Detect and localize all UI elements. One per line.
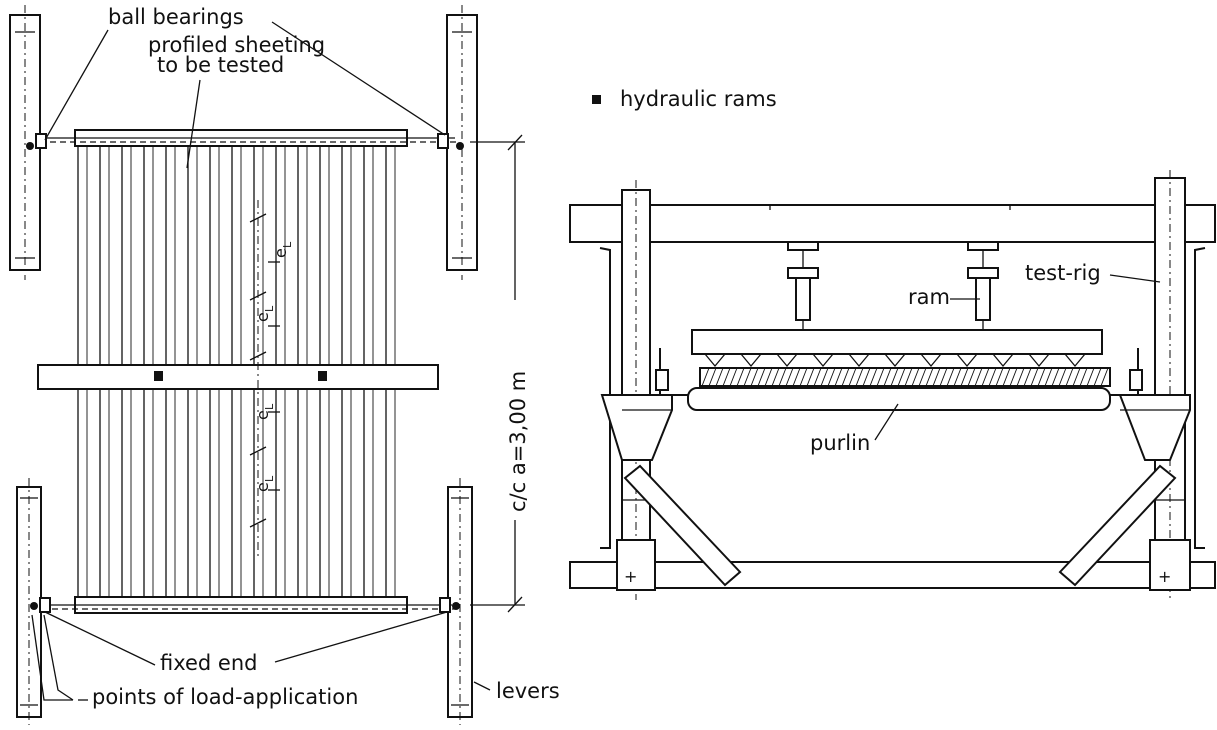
- sheeting-rib: [253, 146, 264, 597]
- ram-marker-right: [318, 371, 327, 381]
- spacing-label-2-sub: L: [263, 305, 276, 312]
- brace-right: [1058, 464, 1177, 587]
- spreader-bearing: [776, 353, 798, 368]
- ram-marker-left: [154, 371, 163, 381]
- ram-left: [787, 241, 819, 330]
- profiled-sheeting-label-2: to be tested: [157, 53, 284, 77]
- spacing-label-1: e: [271, 248, 290, 258]
- test-rig-leader: [1109, 274, 1161, 283]
- spreader-bearing: [704, 353, 726, 368]
- sheeting-rib: [99, 146, 110, 597]
- sheeting-rib: [341, 146, 352, 597]
- sheeting-rib: [165, 146, 176, 597]
- spacing-label-1-sub: L: [281, 241, 294, 248]
- ram-label: ram: [908, 285, 950, 309]
- spreader-bearing: [812, 353, 834, 368]
- sheeting-rib: [363, 146, 374, 597]
- spreader-bearing: [1028, 353, 1050, 368]
- profiled-sheeting-leader: [186, 79, 201, 169]
- spreader-bearing: [920, 353, 942, 368]
- levers-label: levers: [496, 679, 560, 703]
- fixed-end-label: fixed end: [160, 651, 258, 675]
- legend: hydraulic rams: [592, 87, 777, 111]
- column-left-mark: +: [624, 567, 637, 586]
- ball-bearings-leader-left: [44, 29, 109, 141]
- sheeting-rib: [187, 146, 198, 597]
- fastener-spacing-axis: e L e L e L e L: [249, 200, 294, 560]
- spreader-bearing: [956, 353, 978, 368]
- lever-bottom-right: [447, 478, 473, 725]
- sheeting-rib: [77, 146, 88, 597]
- bottom-frame-beam: [569, 561, 1216, 589]
- spreader-bearings: [704, 353, 1086, 368]
- span-dimension: c/c a=3,00 m: [470, 134, 530, 613]
- load-beam: [37, 364, 439, 390]
- brace-left: [623, 464, 742, 587]
- spacing-label-4-sub: L: [263, 475, 276, 482]
- points-of-load-label: points of load-application: [92, 685, 358, 709]
- sheeting-rib: [121, 146, 132, 597]
- load-point-leader-left-2: [31, 614, 73, 701]
- bracket-left: [600, 394, 673, 461]
- top-frame-beam: [569, 204, 1216, 243]
- column-right: +: [1118, 170, 1206, 600]
- spacing-label-4: e: [253, 482, 272, 492]
- purlin-leader: [874, 403, 899, 441]
- plan-view: e L e L e L e L c/c a=3,00 m: [9, 5, 560, 725]
- test-rig-label: test-rig: [1025, 261, 1101, 285]
- sheeting-rib: [209, 146, 220, 597]
- sheeting-rib: [231, 146, 242, 597]
- top-edge-beam: [26, 129, 464, 150]
- load-point-leader-left: [43, 614, 74, 701]
- levers-leader: [473, 681, 491, 691]
- purlin-label: purlin: [810, 431, 870, 455]
- column-left: +: [599, 180, 673, 600]
- spreader-plate: [691, 329, 1103, 355]
- elevation-view: + +: [569, 170, 1216, 600]
- profiled-sheeting-label-1: profiled sheeting: [148, 33, 325, 57]
- column-right-mark: +: [1158, 567, 1171, 586]
- bracket-right: [1118, 394, 1191, 461]
- clamp-right: [1108, 348, 1139, 396]
- spacing-label-3: e: [253, 410, 272, 420]
- sheeting-rib: [297, 146, 308, 597]
- hydraulic-rams-label: hydraulic rams: [620, 87, 777, 111]
- sheeting-rib: [143, 146, 154, 597]
- spreader-bearing: [848, 353, 870, 368]
- spreader-bearing: [884, 353, 906, 368]
- ball-bearings-leader-right: [271, 21, 446, 136]
- spreader-bearing: [1064, 353, 1086, 368]
- purlin: [687, 387, 1111, 411]
- fixed-end-leader-right: [274, 611, 448, 663]
- profiled-sheeting: [77, 146, 396, 597]
- lever-bottom-left: [16, 478, 42, 725]
- spreader-bearing: [740, 353, 762, 368]
- ball-bearings-label: ball bearings: [108, 5, 244, 29]
- span-dimension-label: c/c a=3,00 m: [506, 371, 530, 512]
- fixed-end-leader-left: [44, 611, 156, 666]
- clamp-left: [659, 348, 690, 396]
- bottom-edge-beam: [30, 596, 460, 614]
- ram-right: [967, 241, 999, 330]
- hydraulic-ram-symbol: [592, 95, 601, 104]
- sheeting-rib: [385, 146, 396, 597]
- spreader-bearing: [992, 353, 1014, 368]
- spacing-label-2: e: [253, 312, 272, 322]
- sheeting-rib: [319, 146, 330, 597]
- sheeting-rib: [275, 146, 286, 597]
- spacing-label-3-sub: L: [263, 403, 276, 410]
- sheeting-section: [699, 367, 1111, 387]
